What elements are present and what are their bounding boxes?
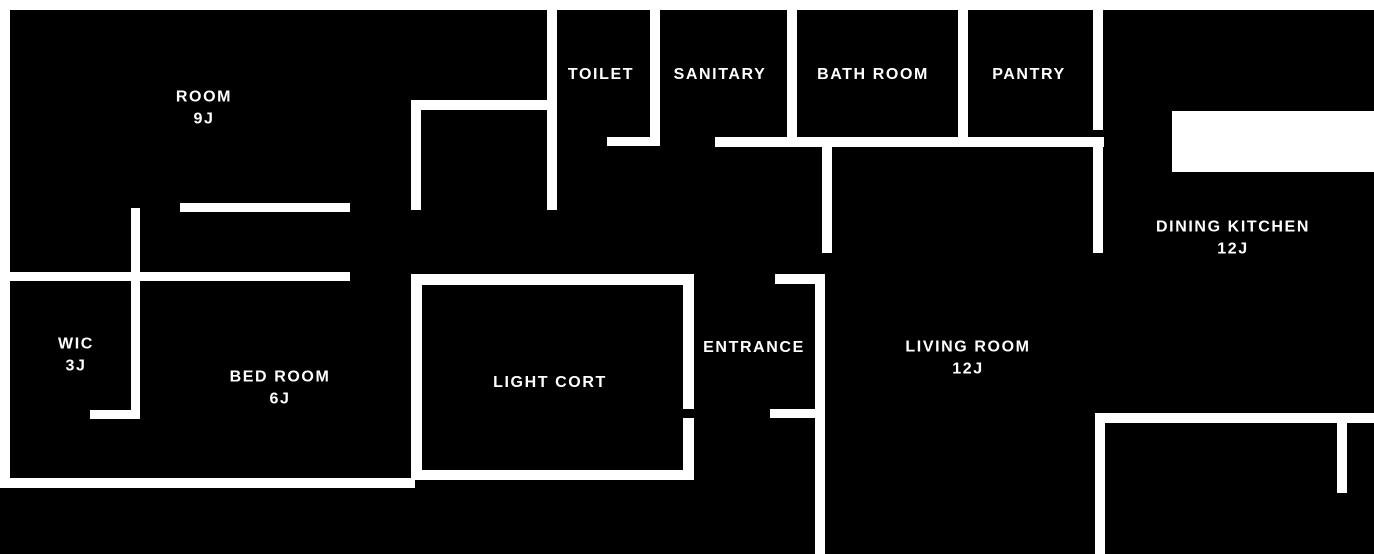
wall-entrance-right-wall xyxy=(815,274,825,409)
room-name: BATH ROOM xyxy=(817,66,929,84)
room-label-bath-room: BATH ROOM xyxy=(817,64,929,86)
room-name: ROOM xyxy=(175,88,233,106)
wall-lightcort-left xyxy=(411,274,422,479)
burner-3-icon xyxy=(1318,141,1338,161)
wall-room-south-wall xyxy=(180,203,350,212)
wall-closet-vert-left xyxy=(411,100,421,210)
room-name: LIGHT CORT xyxy=(493,374,607,392)
wall-closet-vert-right xyxy=(547,0,557,210)
wall-entrance-right-wall2 xyxy=(815,418,825,554)
wall-bath-right-wall xyxy=(958,0,968,145)
room-name: SANITARY xyxy=(673,66,767,84)
room-name: LIVING ROOM xyxy=(905,338,1031,356)
room-name: WIC xyxy=(58,335,94,353)
room-name: ENTRANCE xyxy=(703,339,805,357)
room-label-entrance: ENTRANCE xyxy=(703,337,805,359)
wall-entrance-top-stub xyxy=(775,274,825,284)
room-label-bed-room: BED ROOM 6J xyxy=(230,366,331,410)
wall-corridor-vert-right xyxy=(1093,145,1103,253)
room-name: BED ROOM xyxy=(229,368,331,386)
wall-closet-top xyxy=(411,100,556,110)
room-label-living-room: LIVING ROOM 12J xyxy=(905,336,1030,380)
wall-lightcort-right xyxy=(683,274,694,409)
burner-2-icon xyxy=(1332,122,1352,142)
wall-lightcort-bottom xyxy=(411,470,694,480)
wall-toilet-bottom xyxy=(607,137,660,146)
burner-1-icon xyxy=(1303,124,1323,144)
room-label-pantry: PANTRY xyxy=(992,64,1066,86)
wall-wic-door-jamb xyxy=(90,410,140,419)
kitchen-sink-icon xyxy=(1188,122,1258,158)
wall-outer-left-upper xyxy=(0,0,10,280)
wall-left-divider-horiz xyxy=(0,272,350,281)
room-label-toilet: TOILET xyxy=(568,64,634,86)
room-label-dining-kitchen: DINING KITCHEN 12J xyxy=(1156,216,1310,260)
room-name: DINING KITCHEN xyxy=(1156,218,1310,236)
wall-outer-left-lower xyxy=(0,280,10,483)
wall-pantry-right-wall xyxy=(1093,0,1103,130)
room-label-wic: WIC 3J xyxy=(58,333,94,377)
wall-wet-zone-bottom xyxy=(715,137,1104,147)
wall-lightcort-right-b xyxy=(683,418,694,479)
wall-lightcort-top xyxy=(411,274,694,285)
wall-outer-top xyxy=(0,0,1374,10)
wall-corridor-vert-left xyxy=(822,145,832,253)
wall-toilet-right-wall xyxy=(650,0,660,145)
wall-entrance-door-stub xyxy=(770,409,825,418)
room-name: TOILET xyxy=(567,66,635,84)
room-area: 12J xyxy=(1217,240,1249,257)
wall-balcony-left xyxy=(1095,413,1105,554)
wall-balcony-top xyxy=(1095,413,1374,423)
room-label-room: ROOM 9J xyxy=(176,86,232,130)
room-area: 12J xyxy=(952,360,984,377)
wall-left-block-bottom xyxy=(0,478,415,488)
room-name: PANTRY xyxy=(992,66,1066,84)
room-area: 3J xyxy=(65,357,87,374)
room-area: 9J xyxy=(193,110,215,127)
room-label-light-cort: LIGHT CORT xyxy=(493,372,607,394)
wall-room-partition-vert xyxy=(131,208,140,419)
wall-balcony-right-stub xyxy=(1337,413,1347,493)
room-label-sanitary: SANITARY xyxy=(674,64,767,86)
room-area: 6J xyxy=(269,390,291,407)
wall-sanitary-right-wall xyxy=(787,0,797,140)
